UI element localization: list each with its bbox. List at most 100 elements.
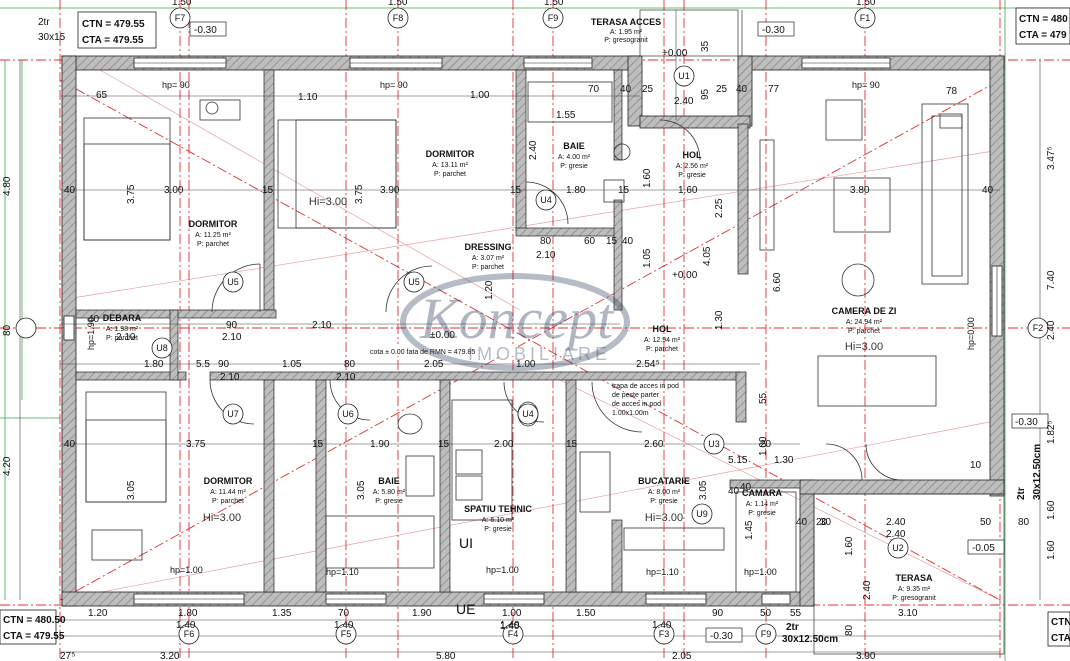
cta-label: CTA bbox=[1051, 633, 1070, 644]
watermark: Koncept IMOBILIARE bbox=[400, 273, 630, 371]
dim-label: 1.00 bbox=[470, 90, 490, 101]
dim-label: 15 bbox=[606, 236, 618, 247]
dim-label: 15 bbox=[510, 185, 522, 196]
dim-label: 1.40 bbox=[652, 620, 672, 631]
dim-label: 2.10 bbox=[312, 320, 332, 331]
dim-label: 3.00 bbox=[164, 185, 184, 196]
dim-label: 40 bbox=[728, 486, 740, 497]
room-terasa: TERASA A: 9.35 m² P: gresogranit bbox=[892, 573, 936, 602]
grid-tag-f2: F2 bbox=[1033, 323, 1044, 333]
svg-text:DORMITOR: DORMITOR bbox=[426, 149, 475, 159]
corner-info: CTN = 479.55 CTA = 479.55 2tr 30x15 -0.3… bbox=[0, 7, 1070, 647]
dim-label: 1.50 bbox=[856, 0, 876, 8]
svg-text:Hi=3.00: Hi=3.00 bbox=[203, 512, 241, 524]
cota-note: cota ± 0.00 fata de RMN = 479.85 bbox=[370, 349, 475, 356]
dim-label: 1.55 bbox=[556, 110, 576, 121]
dim-label: 1.50 bbox=[172, 0, 192, 8]
dim-label: 1.60 bbox=[1046, 540, 1057, 560]
grid-tag-f7: F7 bbox=[175, 13, 186, 23]
svg-text:A: 1.98 m²: A: 1.98 m² bbox=[106, 326, 139, 333]
svg-text:DORMITOR: DORMITOR bbox=[204, 476, 253, 486]
dim-label: 2.10 bbox=[536, 250, 556, 261]
dim-label: 1.40 bbox=[500, 621, 520, 632]
cta-label: CTA = 479 bbox=[1019, 30, 1067, 41]
dim-label: 3.47⁵ bbox=[1046, 146, 1057, 170]
watermark-brand: Koncept bbox=[419, 286, 615, 351]
dim-label: 40 bbox=[64, 439, 76, 450]
svg-text:HOL: HOL bbox=[653, 324, 673, 334]
dim-label: 3.75 bbox=[126, 184, 137, 204]
svg-text:A: 13.11 m²: A: 13.11 m² bbox=[432, 162, 468, 169]
dim-label: 78 bbox=[946, 86, 958, 97]
dim-label: 1.00 bbox=[758, 436, 769, 456]
svg-text:P: parchet: P: parchet bbox=[472, 264, 504, 271]
dim-label: 80 bbox=[844, 624, 855, 636]
dim-label: 15 bbox=[618, 185, 630, 196]
door-tag-u7: U7 bbox=[227, 409, 239, 419]
grid-tag-f3: F3 bbox=[659, 629, 670, 639]
dim-label: 15 bbox=[312, 439, 324, 450]
dim-label: 10 bbox=[970, 460, 982, 471]
window-height-label: hp=1.00 bbox=[744, 567, 777, 577]
svg-text:BUCATARIE: BUCATARIE bbox=[638, 476, 690, 486]
grid-tag-f5: F5 bbox=[341, 629, 352, 639]
dim-label: 1.50 bbox=[388, 0, 408, 8]
ctn-label: CTN = 480.50 bbox=[3, 615, 66, 626]
svg-text:BAIE: BAIE bbox=[378, 476, 400, 486]
dim-label: 1.05 bbox=[282, 359, 302, 370]
svg-text:BAIE: BAIE bbox=[563, 141, 585, 151]
window-height-label: hp=0.00 bbox=[966, 317, 976, 350]
ue-label: UE bbox=[456, 601, 475, 617]
dim-label: 1.40 bbox=[334, 620, 354, 631]
dim-label: 2.00 bbox=[494, 439, 514, 450]
dim-label: 1.30 bbox=[774, 455, 794, 466]
level-mark: +0.00 bbox=[672, 270, 698, 281]
dim-label: 4.20 bbox=[2, 456, 13, 476]
svg-text:DORMITOR: DORMITOR bbox=[189, 219, 238, 229]
window-glass-lines bbox=[134, 62, 998, 600]
dim-label: 30 bbox=[820, 517, 832, 528]
door-tag-u8: U8 bbox=[156, 343, 168, 353]
dim-label: 80 bbox=[540, 236, 552, 247]
svg-text:A: 2.56 m²: A: 2.56 m² bbox=[676, 163, 709, 170]
dim-label: 25 bbox=[642, 84, 654, 95]
dim-label: 1.82⁵ bbox=[1046, 420, 1057, 444]
dim-label: 1.10 bbox=[298, 92, 318, 103]
door-tag-u5-right: U5 bbox=[408, 277, 420, 287]
room-baie-2: BAIE A: 5.80 m² P: gresie bbox=[373, 476, 406, 505]
dim-label: 40 bbox=[740, 482, 752, 493]
door-tag-u1: U1 bbox=[678, 71, 690, 81]
dim-label: 1.80 bbox=[144, 359, 164, 370]
stair-label: 2tr bbox=[38, 17, 50, 28]
dim-label: 55 bbox=[758, 392, 769, 404]
dim-label: 90 bbox=[712, 608, 724, 619]
dim-label: 1.60 bbox=[642, 168, 653, 188]
svg-text:CAMARA: CAMARA bbox=[742, 488, 782, 498]
grid-tag-f6: F6 bbox=[184, 629, 195, 639]
dim-label: 1.60 bbox=[844, 536, 855, 556]
dim-label: 25 bbox=[716, 84, 728, 95]
drawing-guide-lines bbox=[59, 69, 1001, 601]
level-label: -0.30 bbox=[762, 25, 785, 36]
window-height-label: hp= 90 bbox=[380, 80, 408, 90]
level-label: -0.30 bbox=[194, 25, 217, 36]
dim-label: 50 bbox=[980, 517, 992, 528]
dim-label: 1.35 bbox=[272, 608, 292, 619]
dim-label: 1.40 bbox=[500, 620, 520, 631]
dim-label: 1.60 bbox=[1046, 500, 1057, 520]
dim-label: 3.90 bbox=[380, 185, 400, 196]
room-dressing: DRESSING A: 3.07 m² P: parchet bbox=[464, 242, 511, 271]
dim-label: 3.20 bbox=[160, 651, 180, 661]
dim-label: 2.10 bbox=[222, 332, 242, 343]
ctn-label: CTN bbox=[1051, 617, 1070, 628]
dim-label: 15 bbox=[262, 185, 274, 196]
dim-label: 20 bbox=[816, 517, 828, 528]
window-height-label: hp=1.00 bbox=[170, 565, 203, 575]
dim-label: 1.90 bbox=[370, 439, 390, 450]
dim-label: 5.15 bbox=[728, 455, 748, 466]
stair-label: 2tr bbox=[786, 622, 799, 633]
grid-tag-f8: F8 bbox=[393, 13, 404, 23]
svg-text:SPATIU TEHNIC: SPATIU TEHNIC bbox=[464, 504, 532, 514]
window-height-label: hp=1.10 bbox=[646, 567, 679, 577]
